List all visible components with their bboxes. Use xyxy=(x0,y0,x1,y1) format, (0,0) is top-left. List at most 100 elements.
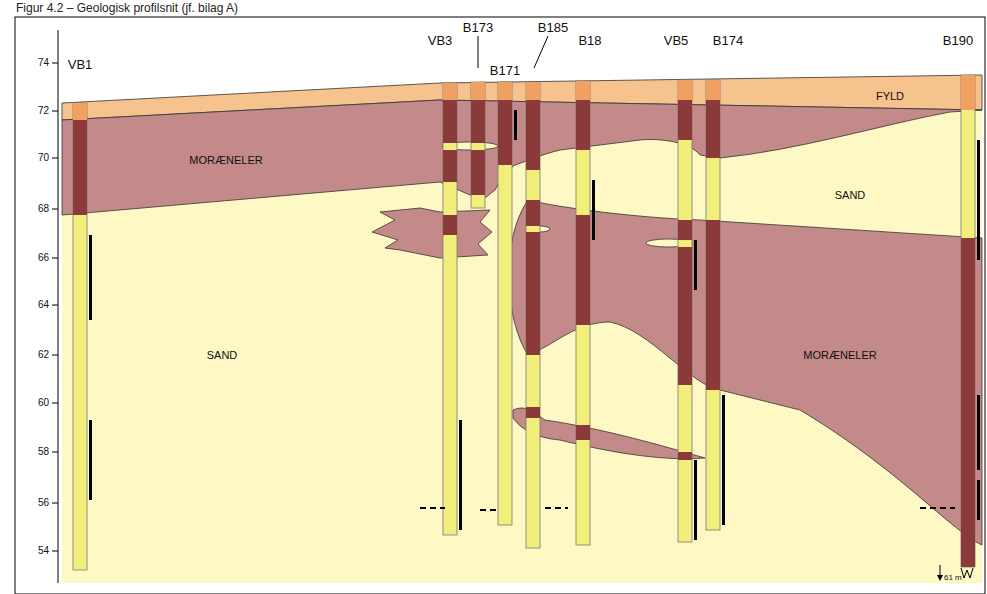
borehole-segment xyxy=(706,220,720,390)
borehole-segment xyxy=(576,81,590,100)
tick xyxy=(52,305,58,306)
borehole-name: B18 xyxy=(578,34,601,47)
borehole-segment xyxy=(443,83,457,100)
borehole xyxy=(526,82,540,548)
screen-interval xyxy=(694,240,697,290)
borehole-segment xyxy=(576,215,590,325)
screen-interval xyxy=(592,180,595,240)
sand-layer xyxy=(62,75,982,583)
screen-interval xyxy=(459,420,462,530)
screen-interval xyxy=(89,235,92,320)
frame xyxy=(15,17,985,594)
tick xyxy=(52,63,58,64)
axis-value: 72 xyxy=(38,106,49,116)
borehole-column xyxy=(961,75,975,567)
borehole-segment xyxy=(961,238,975,567)
borehole-name: B174 xyxy=(713,34,743,47)
borehole-name: B185 xyxy=(538,21,568,34)
borehole-segment xyxy=(526,407,540,418)
axis-value: 70 xyxy=(38,153,49,163)
borehole-column xyxy=(471,82,485,208)
water-level xyxy=(420,508,955,510)
screen-interval xyxy=(977,395,980,470)
depth-note: 61 m xyxy=(944,574,962,582)
layer-name: SAND xyxy=(835,190,866,201)
borehole-name: B173 xyxy=(463,21,493,34)
borehole-segment xyxy=(706,100,720,158)
borehole-segment xyxy=(471,100,485,143)
borehole-column xyxy=(678,80,692,542)
tick xyxy=(52,209,58,210)
borehole xyxy=(706,80,725,530)
borehole-segment xyxy=(443,215,457,235)
layer-name: MORÆNELER xyxy=(189,155,262,166)
axis-value: 64 xyxy=(38,300,49,310)
axis-ticks xyxy=(52,63,58,551)
clay-layer xyxy=(62,100,982,215)
tick xyxy=(52,403,58,404)
borehole-segment xyxy=(526,100,540,170)
borehole xyxy=(576,81,595,545)
borehole-segment xyxy=(498,82,512,100)
screen-interval xyxy=(694,460,697,540)
tick xyxy=(52,503,58,504)
tick xyxy=(52,355,58,356)
boreholes xyxy=(73,75,980,570)
borehole-segment xyxy=(443,150,457,182)
borehole-segment xyxy=(73,120,87,215)
borehole-segment xyxy=(706,80,720,100)
axis-value: 58 xyxy=(38,447,49,457)
axis-value: 60 xyxy=(38,398,49,408)
borehole-segment xyxy=(498,100,512,165)
axis-value: 54 xyxy=(38,546,49,556)
borehole-segment xyxy=(678,247,692,385)
axis xyxy=(58,30,59,583)
borehole-column xyxy=(443,83,457,535)
borehole-segment xyxy=(443,100,457,143)
tick xyxy=(52,452,58,453)
depth-arrow xyxy=(937,565,973,581)
borehole-segment xyxy=(526,82,540,100)
layer-name: MORÆNELER xyxy=(803,350,876,361)
tick xyxy=(52,158,58,159)
borehole-segment xyxy=(471,150,485,195)
borehole-name: VB1 xyxy=(68,58,93,71)
clay-lens xyxy=(513,408,705,459)
borehole-segment xyxy=(678,100,692,140)
borehole xyxy=(443,83,462,535)
borehole-name: VB3 xyxy=(428,34,453,47)
borehole-segment xyxy=(471,82,485,100)
borehole-column xyxy=(73,103,87,570)
borehole-segment xyxy=(678,220,692,240)
screen-interval xyxy=(977,140,980,260)
borehole xyxy=(678,80,697,542)
borehole-column xyxy=(498,82,512,525)
borehole xyxy=(73,103,92,570)
borehole-segment xyxy=(576,425,590,440)
borehole-segment xyxy=(961,75,975,110)
axis-value: 56 xyxy=(38,498,49,508)
borehole xyxy=(498,82,517,525)
tick xyxy=(52,551,58,552)
axis-value: 68 xyxy=(38,204,49,214)
borehole-name: B171 xyxy=(490,64,520,77)
borehole-segment xyxy=(576,100,590,150)
borehole xyxy=(961,75,980,567)
figure-title: Figur 4.2 – Geologisk profilsnit (jf. bi… xyxy=(16,2,238,14)
screen-interval xyxy=(977,480,980,520)
borehole-column xyxy=(706,80,720,530)
borehole-name: B190 xyxy=(943,34,973,47)
screen-interval xyxy=(722,395,725,525)
axis-value: 62 xyxy=(38,350,49,360)
borehole-name: VB5 xyxy=(664,34,689,47)
screen-interval xyxy=(89,420,92,500)
borehole-segment xyxy=(526,200,540,226)
axis-value: 66 xyxy=(38,253,49,263)
borehole-column xyxy=(576,81,590,545)
borehole-segment xyxy=(678,452,692,460)
borehole-segment xyxy=(526,232,540,355)
axis-value: 74 xyxy=(38,58,49,68)
borehole-column xyxy=(526,82,540,548)
screen-interval xyxy=(514,110,517,140)
